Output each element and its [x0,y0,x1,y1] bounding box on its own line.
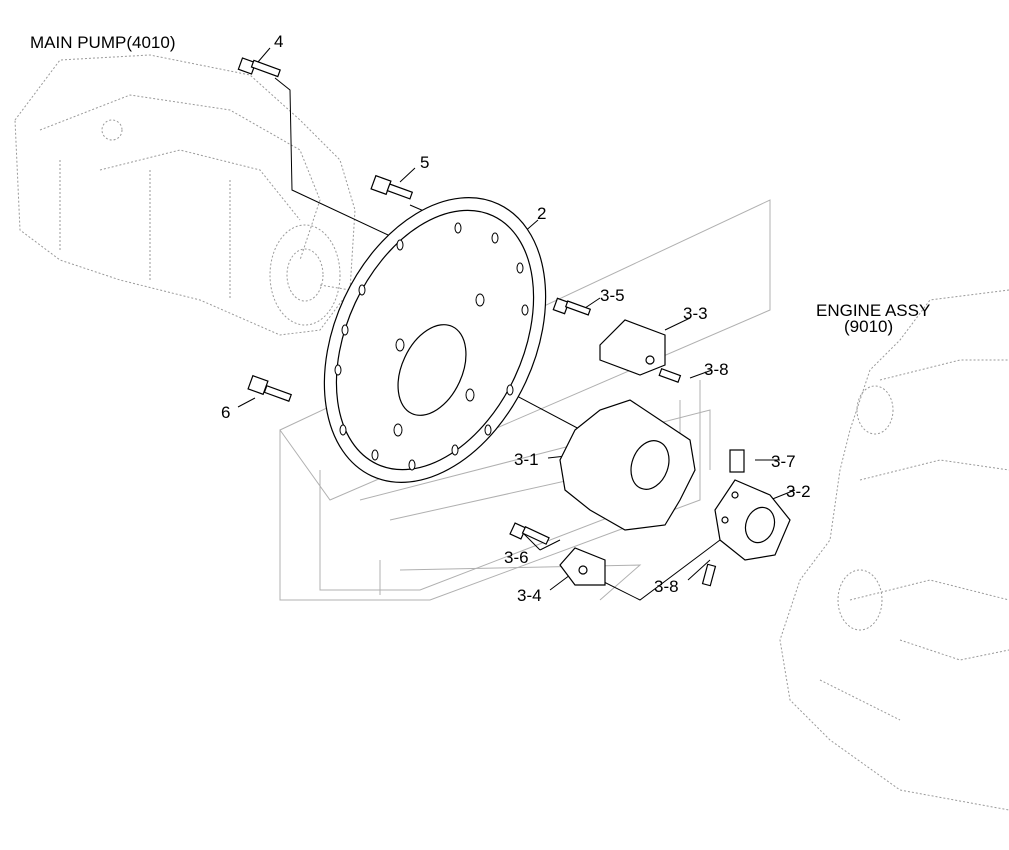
part-3-4 [559,547,606,586]
callout-3-8-lower: 3-8 [654,577,679,596]
engine-assy-outline [779,289,1009,811]
part-3-3 [599,319,666,376]
hub-3-2 [714,479,791,561]
callout-3-6: 3-6 [504,548,529,567]
main-pump-outline [14,54,356,336]
coupling-element-3-1 [559,399,696,531]
callout-4: 4 [274,32,283,51]
callout-5: 5 [420,153,429,172]
bolt-3-6 [509,522,550,545]
callout-3-2: 3-2 [786,482,811,501]
callout-3-8-upper: 3-8 [704,360,729,379]
callout-3-1: 3-1 [514,450,539,469]
callout-6: 6 [221,403,230,422]
callout-2: 2 [537,204,546,223]
callout-3-5: 3-5 [600,286,625,305]
callout-3-3: 3-3 [683,304,708,323]
pin-3-8-upper [658,367,682,383]
callout-3-4: 3-4 [517,586,542,605]
bolt-3-5 [552,297,592,316]
engine-assy-code: (9010) [844,317,893,336]
main-pump-label: MAIN PUMP(4010) [30,33,175,52]
bolt-5 [370,174,414,200]
bolt-4 [237,57,281,78]
bolt-6 [247,374,293,402]
screw-3-7 [729,449,745,473]
flange-plate [323,197,547,483]
pin-3-8-lower [701,563,717,587]
callout-3-7: 3-7 [771,452,796,471]
engine-assy-label: ENGINE ASSY [816,301,930,320]
